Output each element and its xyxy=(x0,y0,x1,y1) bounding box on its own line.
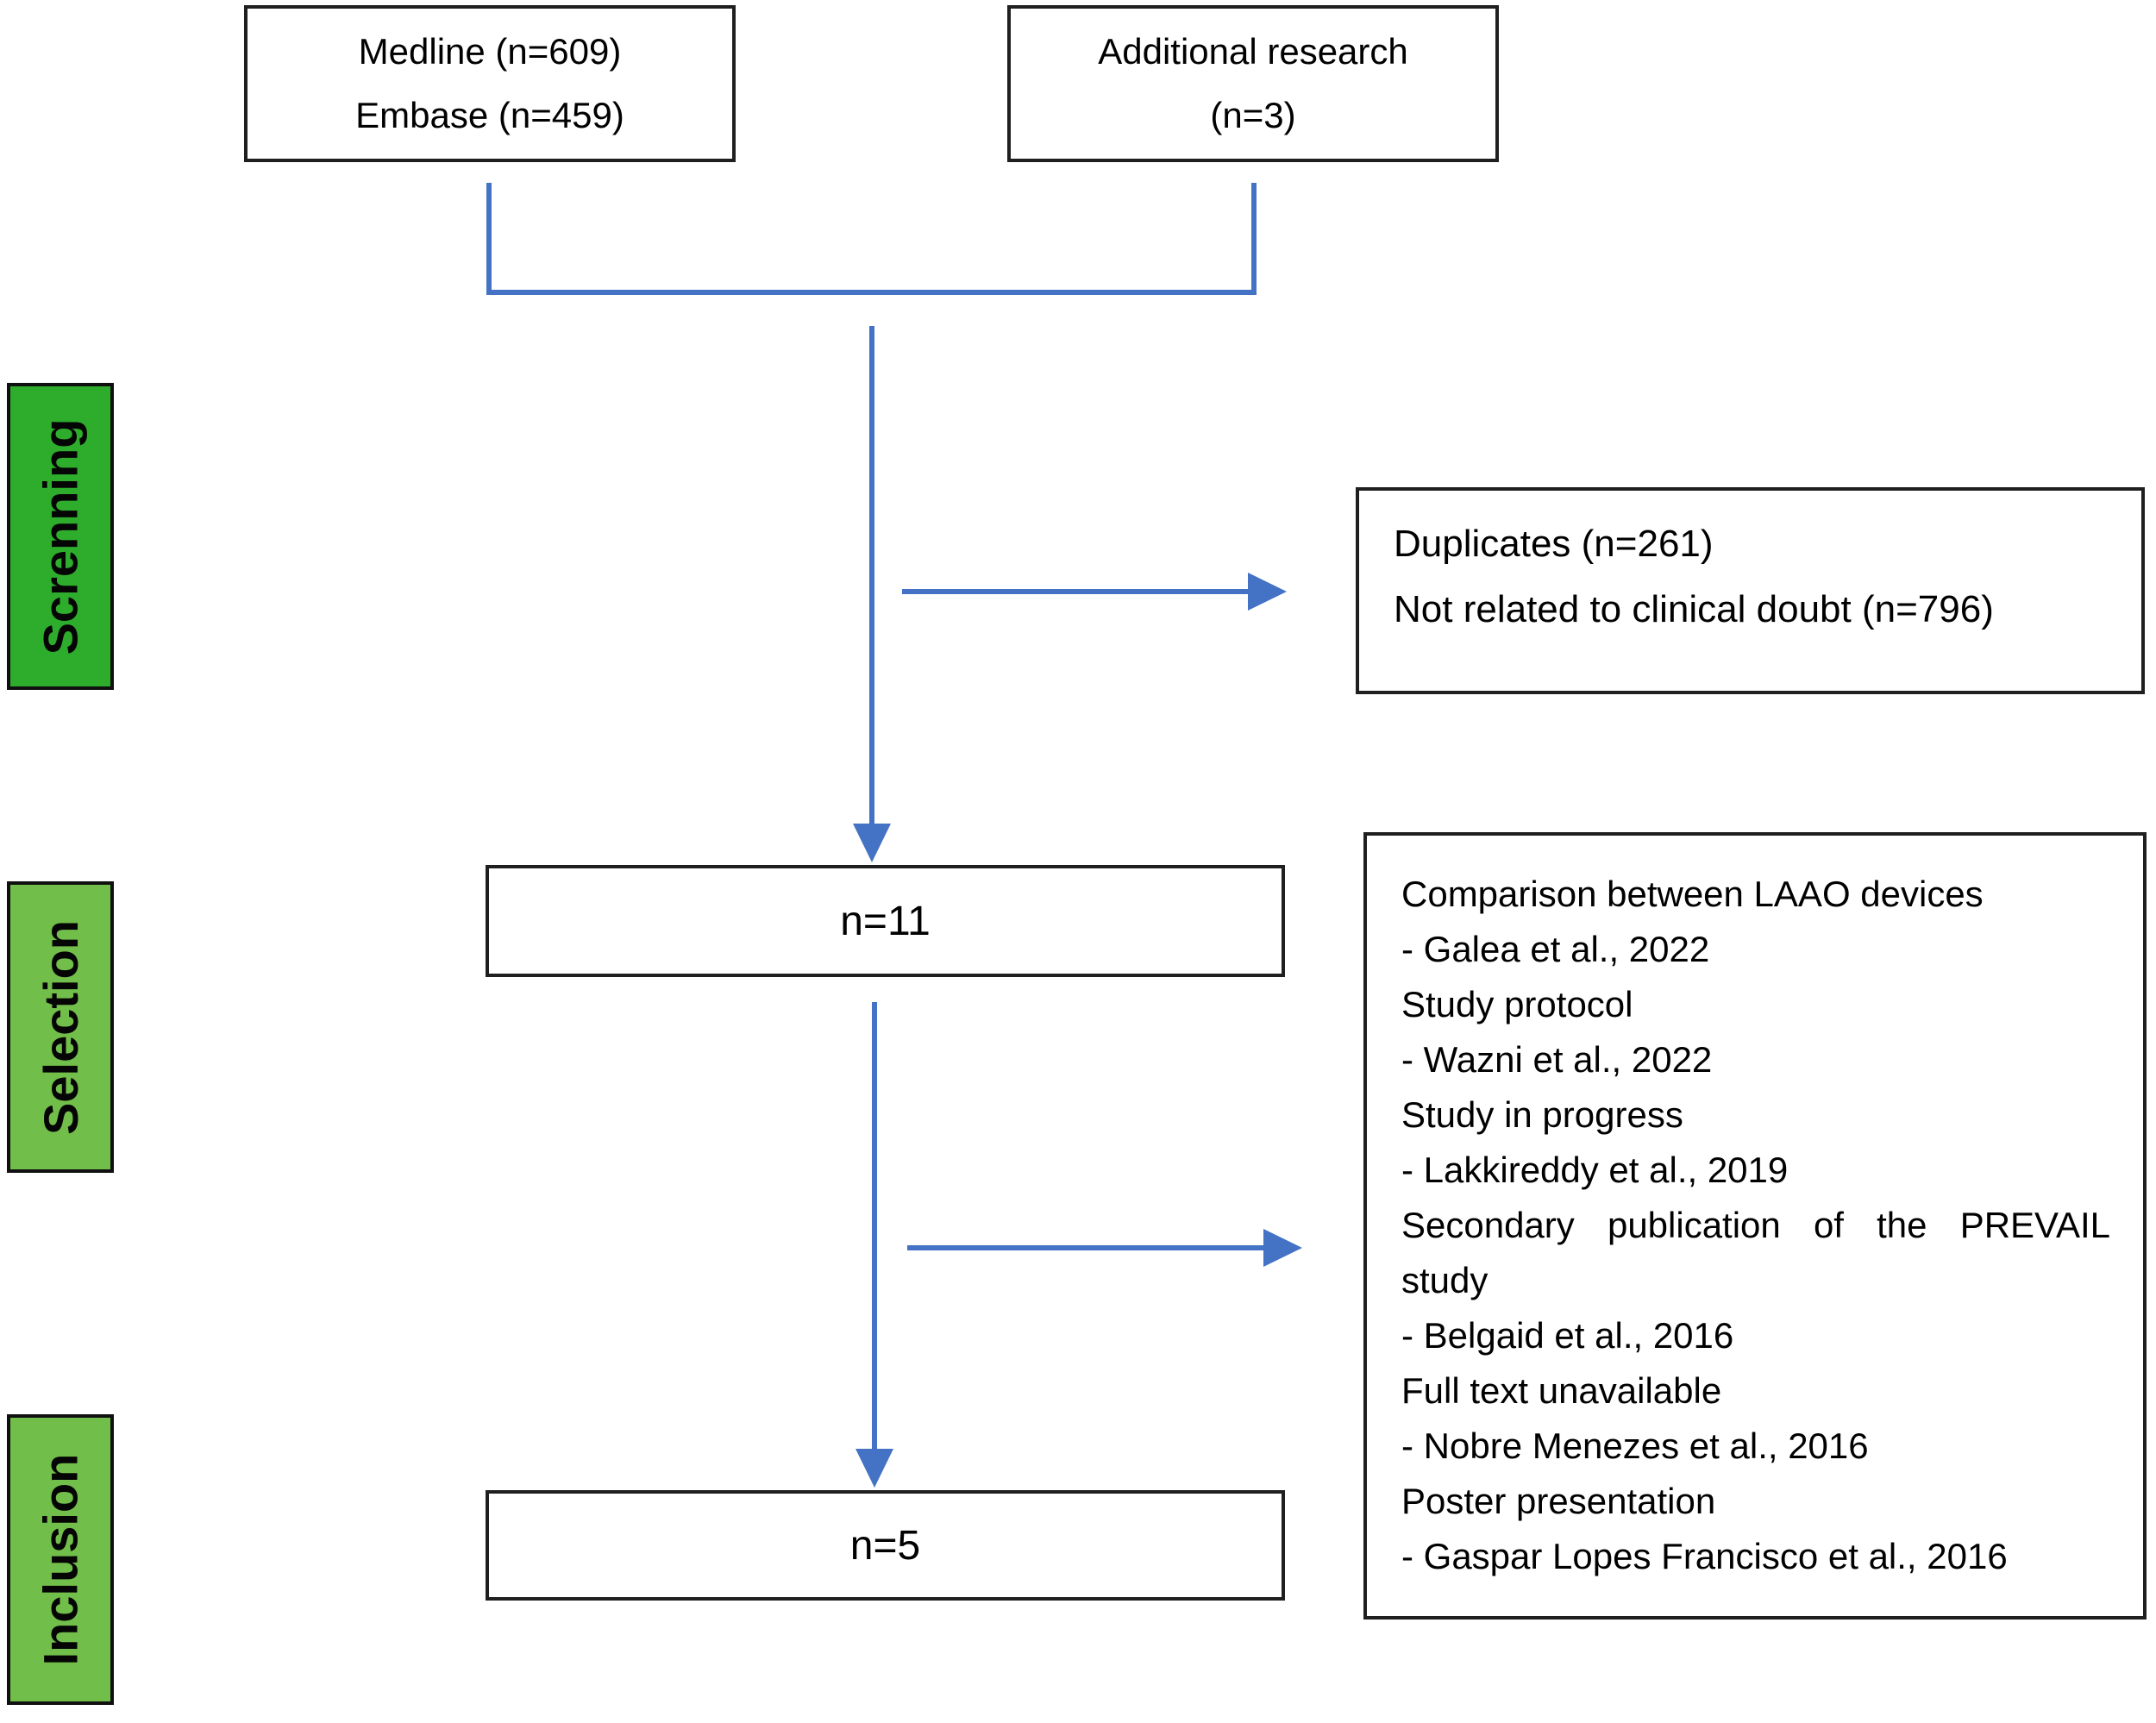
connector-drop-from-sources xyxy=(486,183,492,291)
exclusion-line: Comparison between LAAO devices xyxy=(1401,874,1984,914)
additional-line-1: Additional research xyxy=(1098,31,1408,72)
exclusion-line: Poster presentation xyxy=(1401,1481,1716,1521)
exclusion-line: Study in progress xyxy=(1401,1094,1683,1135)
sources-line-2: Embase (n=459) xyxy=(355,95,624,135)
flow-box-selection-exclusions: Comparison between LAAO devices - Galea … xyxy=(1363,832,2147,1620)
screening-exclusion-line-2: Not related to clinical doubt (n=796) xyxy=(1394,588,1994,630)
exclusion-line: - Belgaid et al., 2016 xyxy=(1401,1315,1734,1356)
flow-box-selected-count: n=11 xyxy=(486,865,1285,977)
connector-stem-screening xyxy=(869,326,874,824)
exclusion-line: Secondary publication of the PREVAIL xyxy=(1401,1205,2110,1245)
additional-line-2: (n=3) xyxy=(1210,95,1296,135)
screening-exclusion-line-1: Duplicates (n=261) xyxy=(1394,523,1714,565)
exclusion-line: Full text unavailable xyxy=(1401,1370,1722,1411)
flow-box-database-sources: Medline (n=609) Embase (n=459) xyxy=(244,5,736,162)
exclusion-line: - Galea et al., 2022 xyxy=(1401,929,1710,969)
included-count-text: n=5 xyxy=(849,1522,921,1569)
stage-label-selection-text: Selection xyxy=(33,919,88,1135)
flow-box-screening-exclusions: Duplicates (n=261) Not related to clinic… xyxy=(1356,487,2145,694)
stage-label-screening-text: Screnning xyxy=(33,418,88,655)
arrowhead-down-to-selected-icon xyxy=(853,824,891,862)
sources-line-1: Medline (n=609) xyxy=(358,31,622,72)
exclusion-line: - Wazni et al., 2022 xyxy=(1401,1039,1713,1080)
exclusion-line: - Gaspar Lopes Francisco et al., 2016 xyxy=(1401,1536,2008,1576)
exclusion-line: Study protocol xyxy=(1401,984,1633,1024)
exclusion-line: study xyxy=(1401,1260,1489,1300)
flow-box-included-count: n=5 xyxy=(486,1490,1285,1601)
connector-branch-to-duplicates xyxy=(902,589,1250,594)
arrowhead-down-to-included-icon xyxy=(856,1449,893,1488)
flow-box-additional-research: Additional research (n=3) xyxy=(1007,5,1499,162)
stage-label-screening: Screnning xyxy=(7,383,114,690)
arrowhead-right-to-duplicates-icon xyxy=(1248,573,1287,611)
stage-label-selection: Selection xyxy=(7,881,114,1173)
connector-stem-selection xyxy=(872,1002,877,1450)
connector-drop-from-additional xyxy=(1251,183,1257,291)
connector-merge-horizontal xyxy=(486,290,1257,295)
exclusion-line: - Nobre Menezes et al., 2016 xyxy=(1401,1425,1869,1466)
arrowhead-right-to-exclusions-icon xyxy=(1263,1229,1302,1267)
selected-count-text: n=11 xyxy=(840,898,931,944)
connector-branch-to-exclusions xyxy=(907,1245,1265,1250)
exclusion-line: - Lakkireddy et al., 2019 xyxy=(1401,1150,1789,1190)
stage-label-inclusion: Inclusion xyxy=(7,1414,114,1705)
stage-label-inclusion-text: Inclusion xyxy=(33,1453,88,1666)
